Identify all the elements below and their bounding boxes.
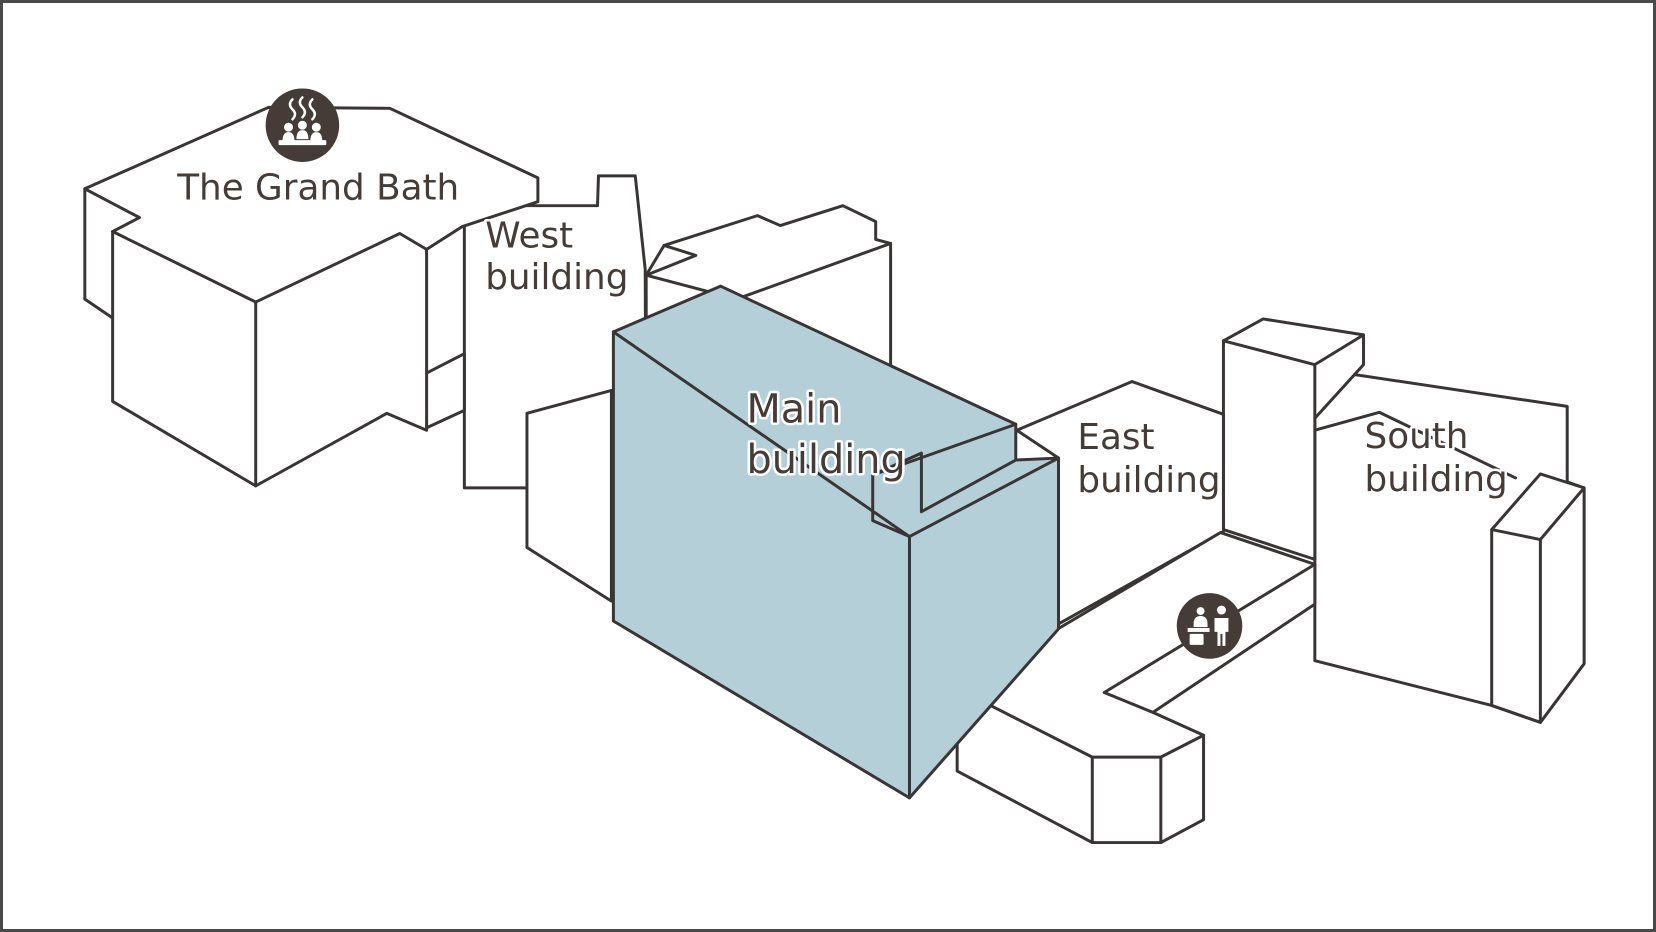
- main-building-label-line1: Main: [747, 386, 842, 432]
- main-building-annex: [525, 388, 613, 603]
- main-building-label-line2: building: [747, 437, 906, 483]
- front-desk-reception-icon[interactable]: [1176, 593, 1243, 659]
- west-building-label-line1: West: [485, 215, 573, 256]
- west-building-label-line2: building: [485, 257, 628, 298]
- main-building[interactable]: [611, 284, 1060, 800]
- grand-bath-building[interactable]: [83, 105, 540, 488]
- grand-bath-label: The Grand Bath: [176, 168, 459, 209]
- east-building-label-line1: East: [1077, 417, 1154, 458]
- east-tower: [1221, 317, 1366, 561]
- south-building-label-line1: South: [1365, 416, 1469, 457]
- building-map: The Grand Bath West building Main buildi…: [83, 88, 1586, 845]
- hot-spring-bath-icon[interactable]: [265, 88, 340, 162]
- south-building[interactable]: [1313, 367, 1586, 724]
- south-building-label-line2: building: [1365, 459, 1508, 500]
- east-building-label-line2: building: [1077, 460, 1220, 501]
